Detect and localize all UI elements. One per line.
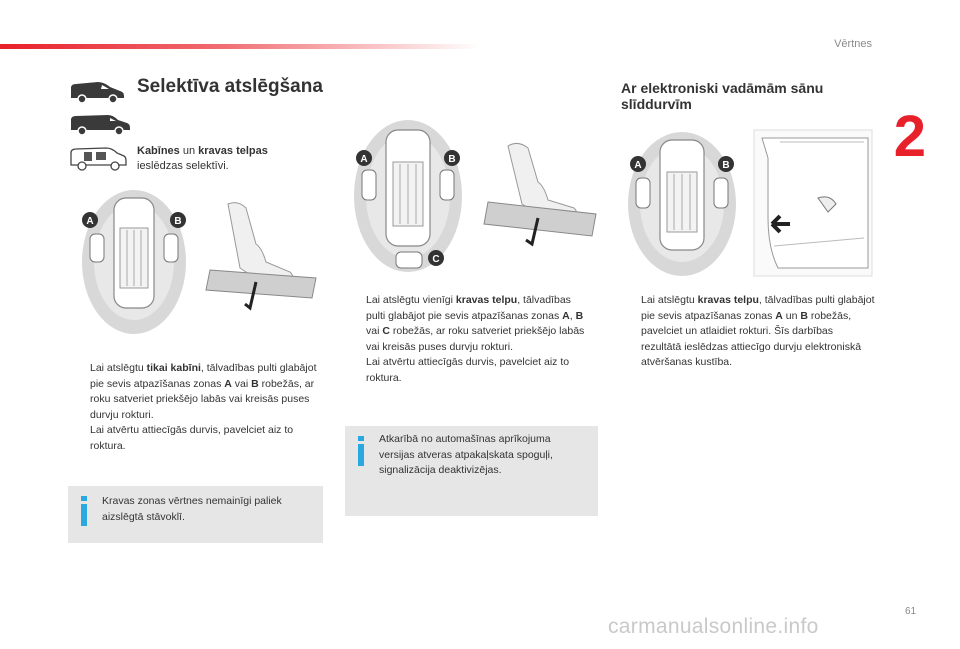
- van-cabin-cargo-icon: [70, 147, 127, 171]
- info-icon: [358, 436, 364, 466]
- page-number: 61: [905, 606, 917, 617]
- middle-info-note: Atkarībā no automašīnas aprīkojuma versi…: [345, 426, 598, 516]
- svg-text:A: A: [634, 160, 641, 171]
- middle-note-text: Atkarībā no automašīnas aprīkojuma versi…: [379, 433, 553, 476]
- van-short-icon: [71, 82, 124, 104]
- middle-bullet-2: Lai atvērtu attiecīgās durvis, pavelciet…: [366, 356, 570, 384]
- left-info-note: Kravas zonas vērtnes nemainīgi paliek ai…: [68, 486, 323, 543]
- svg-text:A: A: [360, 154, 367, 165]
- svg-text:B: B: [722, 160, 729, 171]
- figure-sliding-door-unlock: A B: [628, 129, 873, 277]
- left-bullet-2: Lai atvērtu attiecīgās durvis, pavelciet…: [90, 424, 294, 452]
- svg-text:A: A: [86, 216, 93, 227]
- zone-b-marker: [444, 150, 460, 166]
- left-instructions: Lai atslēgtu tikai kabīni, tālvadības pu…: [70, 361, 320, 454]
- zone-a-marker: [630, 156, 646, 172]
- svg-text:C: C: [432, 254, 439, 265]
- van-long-icon: [71, 115, 130, 136]
- page-title: Selektīva atslēgšana: [137, 76, 323, 97]
- figure-cargo-unlock: A B C: [354, 120, 597, 272]
- section-subtitle: Ar elektroniski vadāmām sānu slīddurvīm: [621, 80, 824, 112]
- zone-a-marker: [356, 150, 372, 166]
- info-icon: [81, 496, 87, 526]
- left-bullet-1: Lai atslēgtu tikai kabīni, tālvadības pu…: [90, 362, 317, 421]
- figure-cabin-unlock: A B: [82, 190, 317, 334]
- chapter-number: 2: [893, 104, 926, 169]
- zone-b-marker: [170, 212, 186, 228]
- watermark: carmanualsonline.info: [608, 615, 819, 638]
- middle-instructions: Lai atslēgtu vienīgi kravas telpu, tālva…: [346, 293, 592, 386]
- zone-c-marker: [428, 250, 444, 266]
- middle-bullet-1: Lai atslēgtu vienīgi kravas telpu, tālva…: [366, 294, 585, 353]
- intro-text: Kabīnes un kravas telpas ieslēdzas selek…: [137, 145, 268, 172]
- left-note-text: Kravas zonas vērtnes nemainīgi paliek ai…: [102, 495, 282, 523]
- section-title: Vērtnes: [834, 38, 872, 50]
- svg-text:B: B: [174, 216, 181, 227]
- right-instructions: Lai atslēgtu kravas telpu, tālvadības pu…: [621, 293, 876, 371]
- right-bullet-1: Lai atslēgtu kravas telpu, tālvadības pu…: [641, 294, 875, 368]
- header-accent-bar: [0, 44, 480, 49]
- svg-text:B: B: [448, 154, 455, 165]
- zone-b-marker: [718, 156, 734, 172]
- zone-a-marker: [82, 212, 98, 228]
